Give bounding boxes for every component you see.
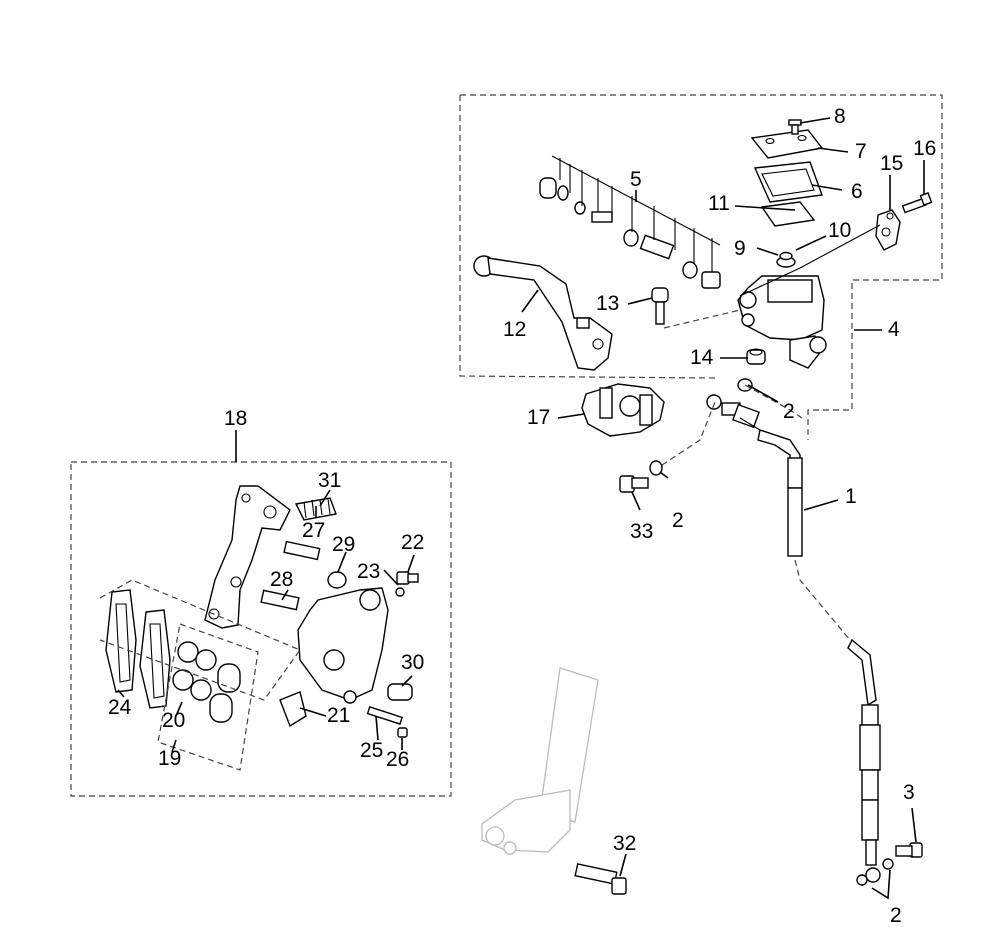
label-4: 4 (888, 318, 900, 341)
banjo-bolt-3 (895, 842, 923, 858)
banjo-bolt-33 (619, 475, 649, 493)
label-10: 10 (828, 219, 851, 242)
label-30: 30 (401, 651, 424, 674)
pin-30 (387, 683, 413, 701)
label-7: 7 (855, 140, 867, 163)
label-32: 32 (613, 832, 636, 855)
label-1: 1 (845, 485, 857, 508)
slide-pin-28 (260, 589, 300, 611)
caliper-group-outline (70, 461, 452, 797)
master-cylinder-group-outline (459, 94, 943, 440)
label-31: 31 (318, 469, 341, 492)
pin-bolt-25 (366, 706, 408, 738)
piston-kit-19-outline (157, 623, 259, 771)
bolt-32 (574, 863, 627, 895)
label-20: 20 (162, 709, 185, 732)
label-14: 14 (690, 346, 714, 369)
caliper-guide-lines (99, 579, 301, 701)
diaphragm-plate-11 (760, 201, 816, 227)
diaphragm-6 (753, 161, 823, 203)
pivot-bolt-13 (651, 287, 741, 329)
label-33: 33 (630, 520, 653, 543)
leader-lines (117, 117, 925, 900)
banjo-fitting (706, 394, 761, 431)
brake-pads-24 (105, 589, 171, 709)
label-19: 19 (158, 747, 181, 770)
brake-hose (757, 429, 894, 886)
caliper-bracket (204, 485, 291, 629)
label-9: 9 (734, 237, 746, 260)
label-28: 28 (270, 568, 293, 591)
label-5: 5 (630, 168, 642, 191)
part-labels: 1 2 2 2 3 4 5 6 7 8 9 10 11 12 13 14 15 … (108, 105, 936, 927)
label-17: 17 (527, 406, 550, 429)
label-2c: 2 (890, 904, 902, 927)
label-16: 16 (913, 137, 936, 160)
label-3: 3 (903, 781, 915, 804)
label-2b: 2 (672, 509, 684, 532)
label-22: 22 (401, 531, 424, 554)
label-25: 25 (360, 739, 383, 762)
switch-17 (581, 383, 665, 437)
bleed-screw-22 (395, 571, 419, 597)
clamp-15 (875, 209, 901, 251)
label-26: 26 (386, 748, 409, 771)
clip-21 (279, 691, 307, 728)
label-13: 13 (596, 292, 619, 315)
slide-pin-29-top (283, 540, 347, 589)
reservoir-cap-7 (750, 129, 824, 159)
label-24: 24 (108, 696, 132, 719)
label-6: 6 (851, 180, 863, 203)
pistons-20 (172, 641, 241, 723)
label-27: 27 (302, 519, 325, 542)
label-23: 23 (357, 560, 380, 583)
washer-2-middle (649, 460, 663, 476)
label-8: 8 (834, 105, 846, 128)
master-cylinder-body (737, 275, 827, 369)
bolt-16 (901, 192, 933, 214)
label-21: 21 (327, 704, 350, 727)
caliper-body (297, 587, 389, 704)
label-29: 29 (332, 533, 355, 556)
nut-14 (746, 348, 766, 365)
float-9 (776, 251, 796, 268)
brake-lever-12 (473, 255, 613, 371)
label-18: 18 (224, 407, 247, 430)
label-11: 11 (708, 192, 730, 215)
fork-leg (481, 667, 599, 855)
label-12: 12 (503, 318, 526, 341)
label-2a: 2 (783, 400, 795, 423)
label-15: 15 (880, 152, 903, 175)
